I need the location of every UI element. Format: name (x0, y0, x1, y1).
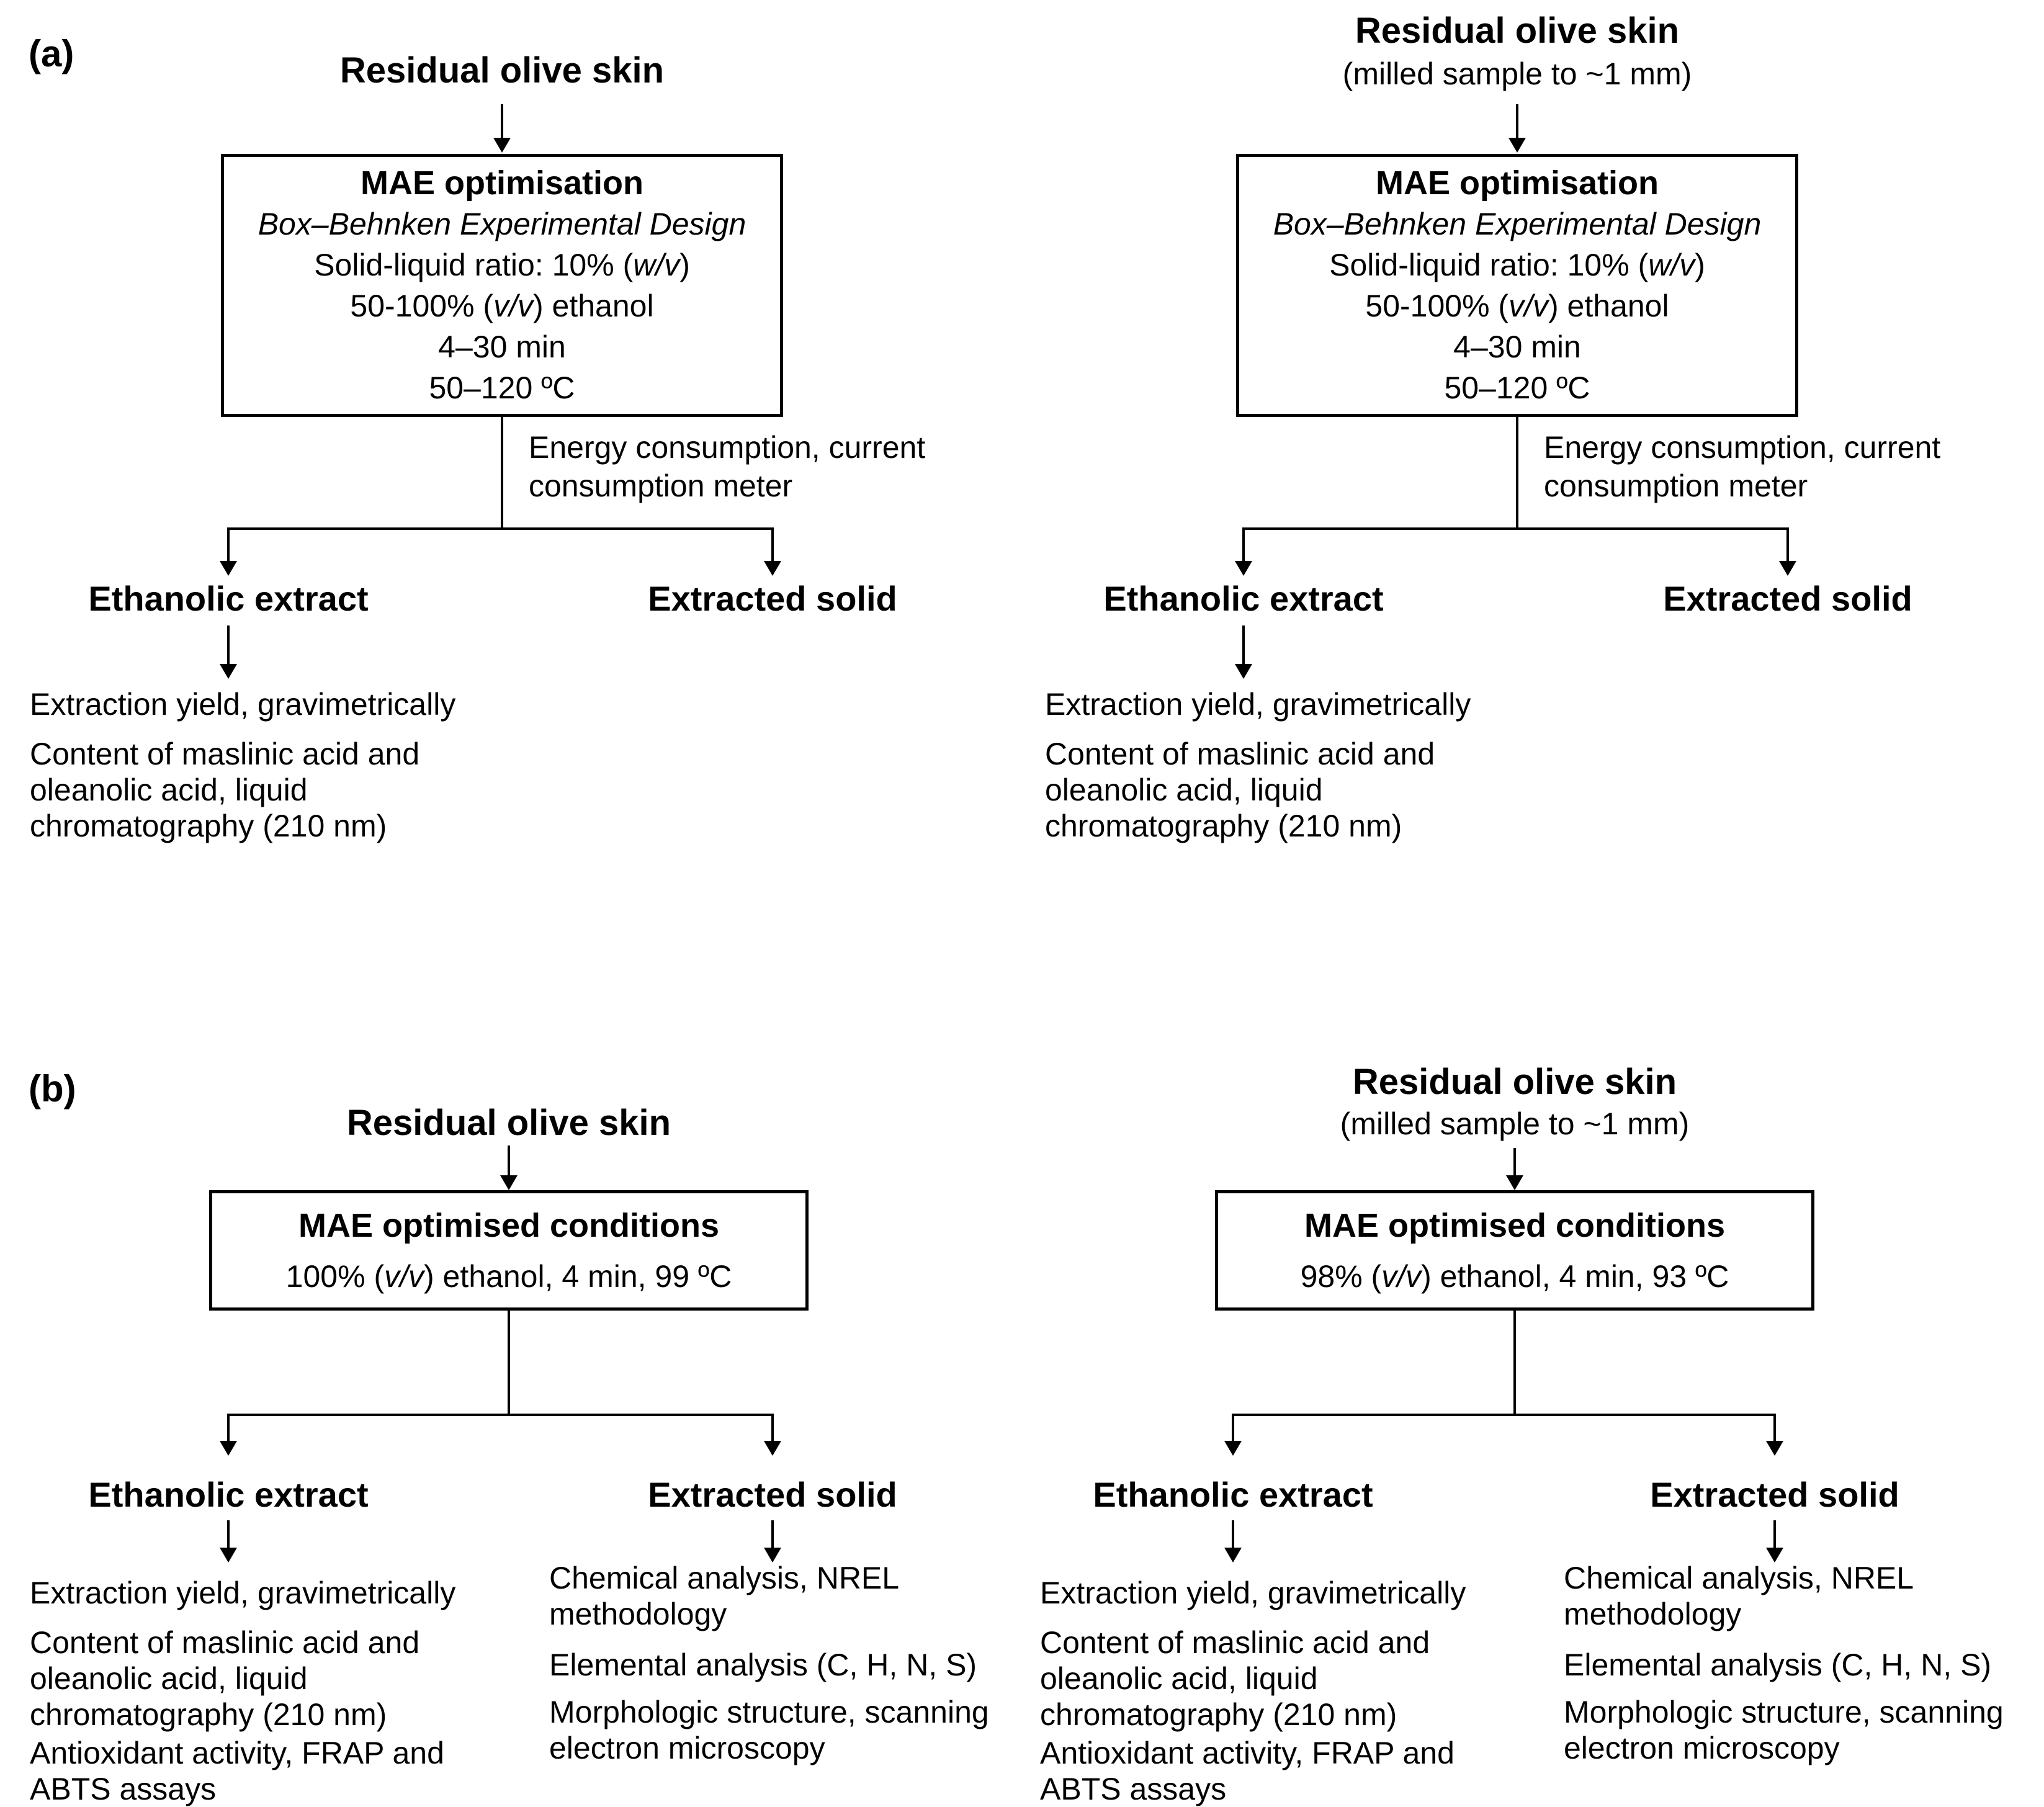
panel-a-label: (a) (29, 33, 74, 74)
arrow-down-icon (1766, 1548, 1783, 1563)
extracted-solid-heading: Extracted solid (1663, 579, 1912, 618)
extracted-solid-heading: Extracted solid (648, 579, 897, 618)
flow-line (227, 527, 230, 562)
box-conditions-line: 100% (v/v) ethanol, 4 min, 99 ºC (285, 1258, 732, 1294)
flow-line (1773, 1414, 1776, 1442)
arrow-down-icon (220, 664, 237, 679)
chart-subtitle: (milled sample to ~1 mm) (1340, 1106, 1690, 1141)
box-conditions-line: 98% (v/v) ethanol, 4 min, 93 ºC (1300, 1258, 1729, 1294)
arrow-down-icon (764, 1441, 781, 1456)
mae-optimisation-box: MAE optimisation Box–Behnken Experimenta… (221, 154, 783, 417)
flow-line (1242, 626, 1245, 665)
analysis-item: Content of maslinic acid and oleanolic a… (30, 737, 420, 843)
mae-conditions-box: MAE optimised conditions 98% (v/v) ethan… (1215, 1190, 1814, 1311)
arrow-down-icon (1766, 1441, 1783, 1456)
arrow-down-icon (764, 1548, 781, 1563)
flow-line (1232, 1414, 1234, 1442)
ethanolic-extract-heading: Ethanolic extract (1103, 579, 1384, 618)
arrow-down-icon (1506, 1175, 1523, 1190)
ethanolic-extract-heading: Ethanolic extract (1093, 1475, 1373, 1514)
box-temp-line: 50–120 ºC (1444, 370, 1590, 405)
flow-line (508, 1146, 510, 1177)
arrow-down-icon (220, 1548, 237, 1563)
flow-line (1773, 1520, 1776, 1549)
flow-line (227, 626, 230, 665)
box-heading: MAE optimisation (1376, 164, 1659, 202)
connector-line (1513, 1311, 1516, 1414)
arrow-down-icon (500, 1175, 518, 1190)
ethanolic-extract-heading: Ethanolic extract (88, 1475, 369, 1514)
flow-line (501, 104, 503, 139)
analysis-item: Content of maslinic acid and oleanolic a… (1040, 1625, 1430, 1732)
chart-title: Residual olive skin (1352, 1062, 1677, 1102)
arrow-down-icon (1235, 561, 1252, 576)
arrow-down-icon (764, 561, 781, 576)
flow-line (1232, 1520, 1234, 1549)
arrow-down-icon (1224, 1441, 1242, 1456)
connector-label: Energy consumption, current consumption … (529, 430, 926, 503)
connector-line (501, 417, 503, 527)
flow-line (1786, 527, 1789, 562)
analysis-item: Extraction yield, gravimetrically (30, 687, 456, 722)
arrow-down-icon (1224, 1548, 1242, 1563)
box-ratio-line: Solid-liquid ratio: 10% (w/v) (1329, 248, 1705, 282)
arrow-down-icon (493, 138, 511, 153)
flow-line (1242, 527, 1245, 562)
arrow-down-icon (220, 561, 237, 576)
box-design-line: Box–Behnken Experimental Design (1273, 207, 1762, 241)
branch-line (227, 1414, 774, 1416)
analysis-item: Extraction yield, gravimetrically (30, 1576, 456, 1610)
panel-b-label: (b) (29, 1068, 76, 1110)
box-heading: MAE optimised conditions (298, 1207, 719, 1245)
ethanolic-extract-heading: Ethanolic extract (88, 579, 369, 618)
arrow-down-icon (220, 1441, 237, 1456)
chart-subtitle: (milled sample to ~1 mm) (1342, 56, 1692, 91)
analysis-item: Content of maslinic acid and oleanolic a… (1045, 737, 1435, 843)
flow-line (1516, 104, 1518, 139)
extracted-solid-heading: Extracted solid (1650, 1475, 1899, 1514)
box-ethanol-line: 50-100% (v/v) ethanol (1365, 289, 1669, 323)
box-temp-line: 50–120 ºC (429, 370, 575, 405)
box-heading: MAE optimisation (361, 164, 643, 202)
branch-line (1232, 1414, 1776, 1416)
branch-line (227, 527, 774, 530)
connector-line (1516, 417, 1518, 527)
flow-line (771, 527, 774, 562)
connector-line (508, 1311, 510, 1414)
connector-label: Energy consumption, current consumption … (1544, 430, 1941, 503)
flow-line (227, 1520, 230, 1549)
box-heading: MAE optimised conditions (1304, 1207, 1725, 1245)
flow-line (771, 1414, 774, 1442)
analysis-item: Chemical analysis, NREL methodology (1564, 1561, 1914, 1631)
arrow-down-icon (1508, 138, 1526, 153)
analysis-item: Elemental analysis (C, H, N, S) (1564, 1648, 1992, 1682)
flow-line (771, 1520, 774, 1549)
box-ethanol-line: 50-100% (v/v) ethanol (350, 289, 654, 323)
analysis-item: Elemental analysis (C, H, N, S) (549, 1648, 977, 1682)
box-time-line: 4–30 min (438, 330, 566, 364)
analysis-item: Morphologic structure, scanning electron… (549, 1695, 989, 1765)
chart-title: Residual olive skin (346, 1103, 671, 1143)
analysis-item: Morphologic structure, scanning electron… (1564, 1695, 2004, 1765)
analysis-item: Extraction yield, gravimetrically (1045, 687, 1471, 722)
box-time-line: 4–30 min (1453, 330, 1581, 364)
mae-optimisation-box: MAE optimisation Box–Behnken Experimenta… (1236, 154, 1798, 417)
analysis-item: Content of maslinic acid and oleanolic a… (30, 1625, 420, 1732)
branch-line (1242, 527, 1789, 530)
flow-line (227, 1414, 230, 1442)
extracted-solid-heading: Extracted solid (648, 1475, 897, 1514)
box-ratio-line: Solid-liquid ratio: 10% (w/v) (314, 248, 690, 282)
box-design-line: Box–Behnken Experimental Design (258, 207, 746, 241)
analysis-item: Extraction yield, gravimetrically (1040, 1576, 1466, 1610)
mae-conditions-box: MAE optimised conditions 100% (v/v) etha… (209, 1190, 809, 1311)
flow-line (1513, 1148, 1516, 1177)
analysis-item: Chemical analysis, NREL methodology (549, 1561, 900, 1631)
analysis-item: Antioxidant activity, FRAP and ABTS assa… (30, 1736, 444, 1806)
chart-title: Residual olive skin (1355, 11, 1680, 51)
arrow-down-icon (1235, 664, 1252, 679)
analysis-item: Antioxidant activity, FRAP and ABTS assa… (1040, 1736, 1455, 1806)
arrow-down-icon (1779, 561, 1796, 576)
chart-title: Residual olive skin (339, 50, 665, 91)
